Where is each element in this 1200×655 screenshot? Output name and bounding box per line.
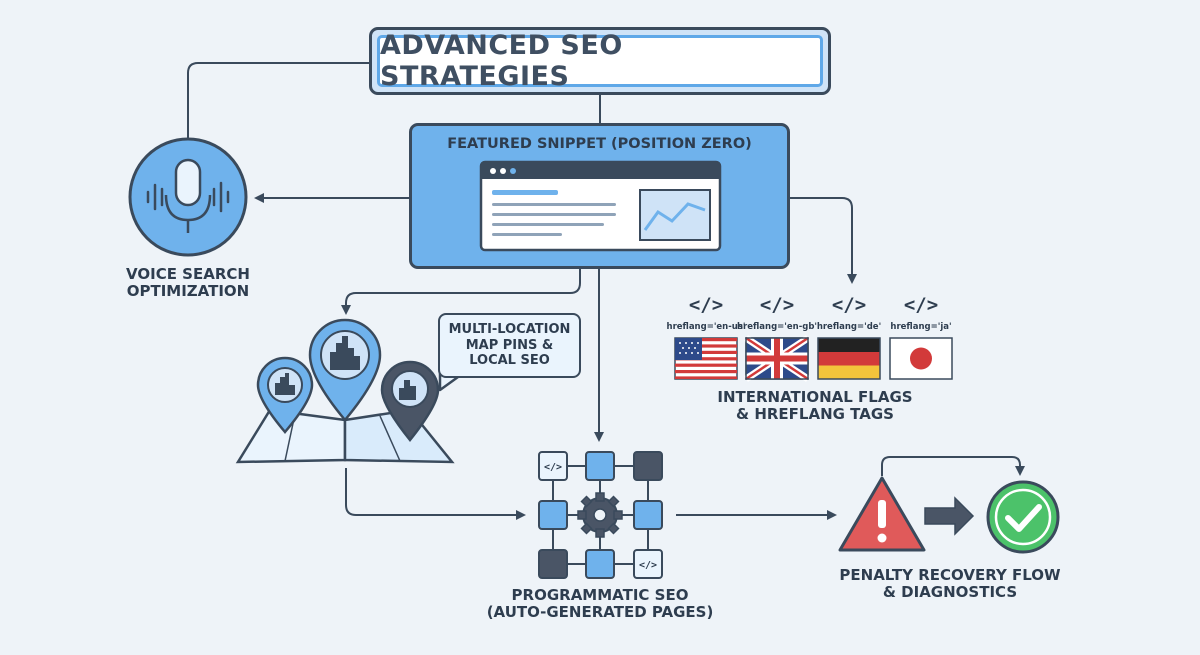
programmatic-label-line2: (AUTO-GENERATED PAGES) [486,603,714,622]
warning-icon [838,476,926,552]
japan-flag [889,337,953,380]
hreflang-tag-ja: hreflang='ja' [890,322,952,332]
featured-snippet-label: FEATURED SNIPPET (POSITION ZERO) [447,136,752,152]
code-tag-icon-2: </> [759,294,795,316]
connector-title-voice [187,62,369,143]
map-pin-center-icon [308,318,382,422]
local-seo-line2: MAP PINS & [465,337,554,353]
connector-snippet-local [341,269,581,315]
map-pin-right-icon [380,360,440,443]
local-seo-line1: MULTI-LOCATION [448,322,571,338]
penalty-label: PENALTY RECOVERY FLOW & DIAGNOSTICS [820,566,1080,602]
voice-search-label-line2: OPTIMIZATION [126,282,250,301]
programmatic-label: PROGRAMMATIC SEO (AUTO-GENERATED PAGES) [470,586,730,622]
hreflang-tag-en-us: hreflang='en-us' [666,322,746,332]
code-tag-icon-4: </> [903,294,939,316]
connector-snippet-international [790,197,857,284]
international-label: INTERNATIONAL FLAGS & HREFLANG TAGS [690,388,940,424]
local-seo-line3: LOCAL SEO [469,353,550,369]
programmatic-label-line1: PROGRAMMATIC SEO [511,586,689,604]
arrow-right-icon [924,496,975,536]
diagram-title: ADVANCED SEO STRATEGIES [377,30,823,92]
check-icon [986,480,1060,554]
uk-flag [744,335,810,382]
map-icon [235,408,455,464]
international-label-line2: & HREFLANG TAGS [736,405,894,424]
local-seo-callout: MULTI-LOCATION MAP PINS & LOCAL SEO [438,313,581,378]
code-tag-icon-1: </> [688,294,724,316]
connector-penalty-loop [881,456,1025,476]
hreflang-tag-en-gb: hreflang='en-gb' [737,322,818,332]
hreflang-tag-de: hreflang='de' [816,322,882,332]
map-pin-left-icon [256,356,314,434]
connector-local-programmatic [345,468,526,520]
germany-flag [817,337,881,380]
penalty-label-line1: PENALTY RECOVERY FLOW [839,566,1061,584]
voice-search-label: VOICE SEARCH OPTIMIZATION [98,265,278,301]
title-box: ADVANCED SEO STRATEGIES [369,27,831,95]
penalty-label-line2: & DIAGNOSTICS [882,583,1018,602]
featured-snippet-box: FEATURED SNIPPET (POSITION ZERO) [409,123,790,269]
voice-search-icon [128,137,248,257]
us-flag [674,337,738,380]
grid-code-glyph: </> [544,462,562,473]
grid-code-glyph-2: </> [639,560,657,571]
international-label-line1: INTERNATIONAL FLAGS [717,388,913,406]
voice-search-label-line1: VOICE SEARCH [126,265,250,283]
grid-node: </> </> [538,451,663,579]
gear-icon [577,492,623,538]
code-tag-icon-3: </> [831,294,867,316]
